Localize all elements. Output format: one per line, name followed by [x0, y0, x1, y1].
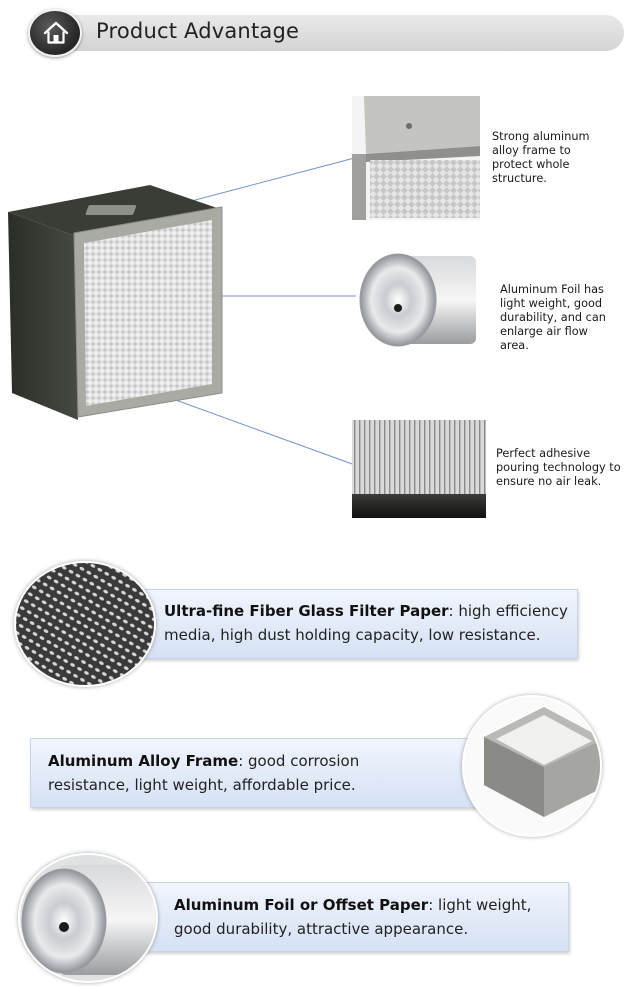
- home-icon: [43, 21, 69, 44]
- callout-foil-text: Aluminum Foil has light weight, good dur…: [500, 283, 606, 352]
- leader-line-adhesive: [147, 389, 356, 466]
- feature-banner-alloy-frame: [30, 738, 476, 808]
- callout-adhesive-text: Perfect adhesive pouring technology to e…: [496, 447, 621, 488]
- feature-filter-paper-text: Ultra-fine Fiber Glass Filter Paper: hig…: [164, 599, 574, 647]
- feature-foil-desc: : light weight, good durability, attract…: [174, 896, 532, 938]
- adhesive-sealing-image: [352, 420, 486, 518]
- feature-banner-filter-paper: [126, 589, 578, 659]
- header-bar: [58, 15, 624, 51]
- feature-banner-foil: [132, 882, 569, 952]
- feature-foil-text: Aluminum Foil or Offset Paper: light wei…: [174, 893, 554, 941]
- feature-filter-paper-desc: : high efficiency media, high dust holdi…: [164, 602, 568, 644]
- fiber-glass-paper-image: [14, 561, 156, 687]
- foil-roll-image: [18, 853, 158, 983]
- hepa-filter-image: [8, 185, 223, 420]
- feature-filter-paper-title: Ultra-fine Fiber Glass Filter Paper: [164, 602, 449, 620]
- leader-line-frame: [179, 155, 363, 205]
- section-header: Product Advantage: [24, 9, 624, 57]
- callout-frame-text: Strong aluminum alloy frame to protect w…: [492, 130, 590, 185]
- aluminum-foil-image: [359, 253, 476, 347]
- feature-alloy-frame-desc: : good corrosion resistance, light weigh…: [48, 752, 360, 794]
- home-button[interactable]: [28, 9, 82, 57]
- leader-lines: [147, 155, 363, 466]
- feature-alloy-frame-title: Aluminum Alloy Frame: [48, 752, 239, 770]
- feature-foil-title: Aluminum Foil or Offset Paper: [174, 896, 429, 914]
- alloy-frame-image: [462, 695, 602, 837]
- page-title: Product Advantage: [96, 19, 300, 43]
- frame-corner-image: [352, 96, 480, 220]
- feature-alloy-frame-text: Aluminum Alloy Frame: good corrosion res…: [48, 749, 398, 797]
